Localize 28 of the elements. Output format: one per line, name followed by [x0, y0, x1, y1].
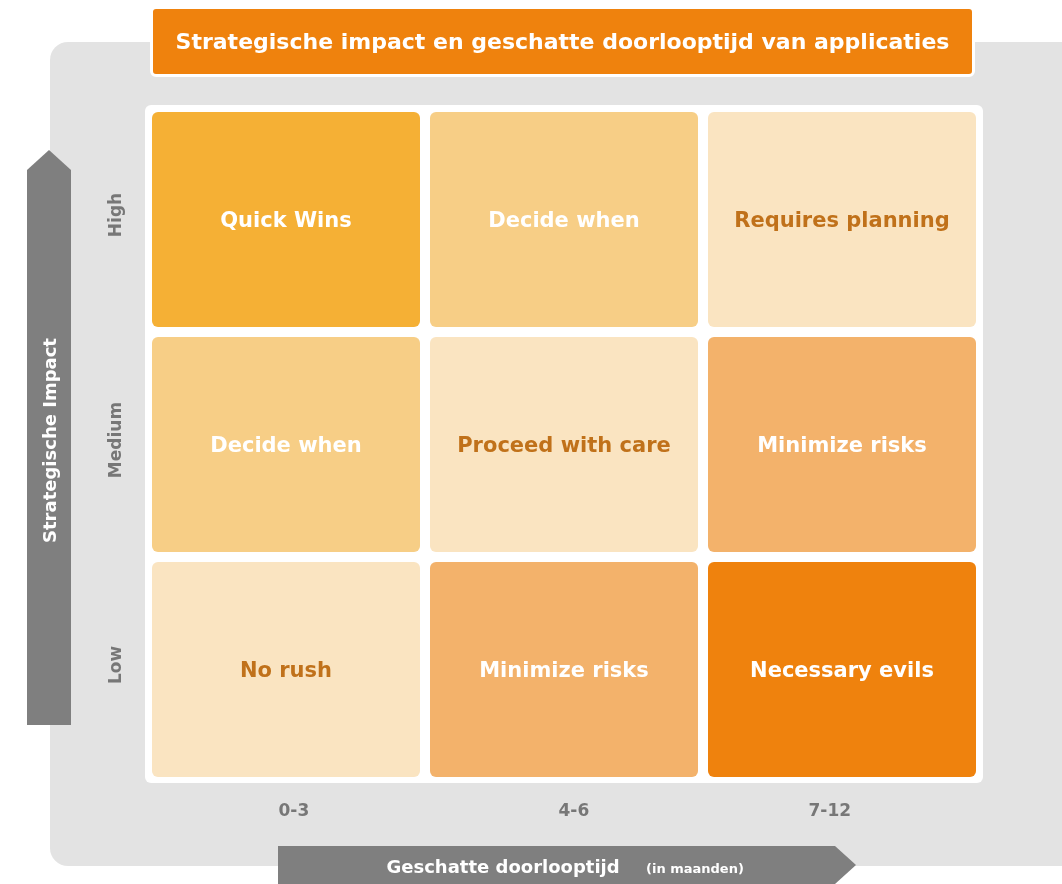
quadrant-label: Decide when	[488, 207, 640, 232]
column-label: 4-6	[558, 800, 590, 820]
matrix-cell	[708, 337, 976, 552]
quadrant-label: Requires planning	[734, 207, 950, 232]
axis-unit: (in maanden)	[646, 860, 744, 876]
quadrant-label: Proceed with care	[457, 432, 671, 457]
matrix-cell	[708, 112, 976, 327]
quadrant-label: No rush	[239, 657, 333, 682]
row-label: High	[105, 192, 126, 238]
quadrant-label: Decide when	[210, 432, 362, 457]
row-label: Low	[105, 645, 126, 685]
matrix-cell	[152, 337, 420, 552]
quadrant-label: Minimize risks	[479, 657, 649, 682]
matrix-cell	[152, 562, 420, 777]
axis-title: Geschatte doorlooptijd	[386, 855, 620, 877]
row-label: Medium	[105, 401, 126, 479]
matrix-cell	[152, 112, 420, 327]
quadrant-label: Necessary evils	[750, 657, 934, 682]
column-label: 7-12	[808, 800, 852, 820]
quadrant-label: Quick Wins	[220, 207, 352, 232]
axis-title: Strategische Impact	[38, 337, 60, 543]
matrix-cell	[708, 562, 976, 777]
column-label: 0-3	[278, 800, 310, 820]
matrix-cell	[430, 337, 698, 552]
matrix-cell	[430, 562, 698, 777]
quadrant-label: Minimize risks	[757, 432, 927, 457]
title-banner: Strategische impact en geschatte doorlooptijd van applicaties	[150, 6, 975, 77]
matrix-cell	[430, 112, 698, 327]
